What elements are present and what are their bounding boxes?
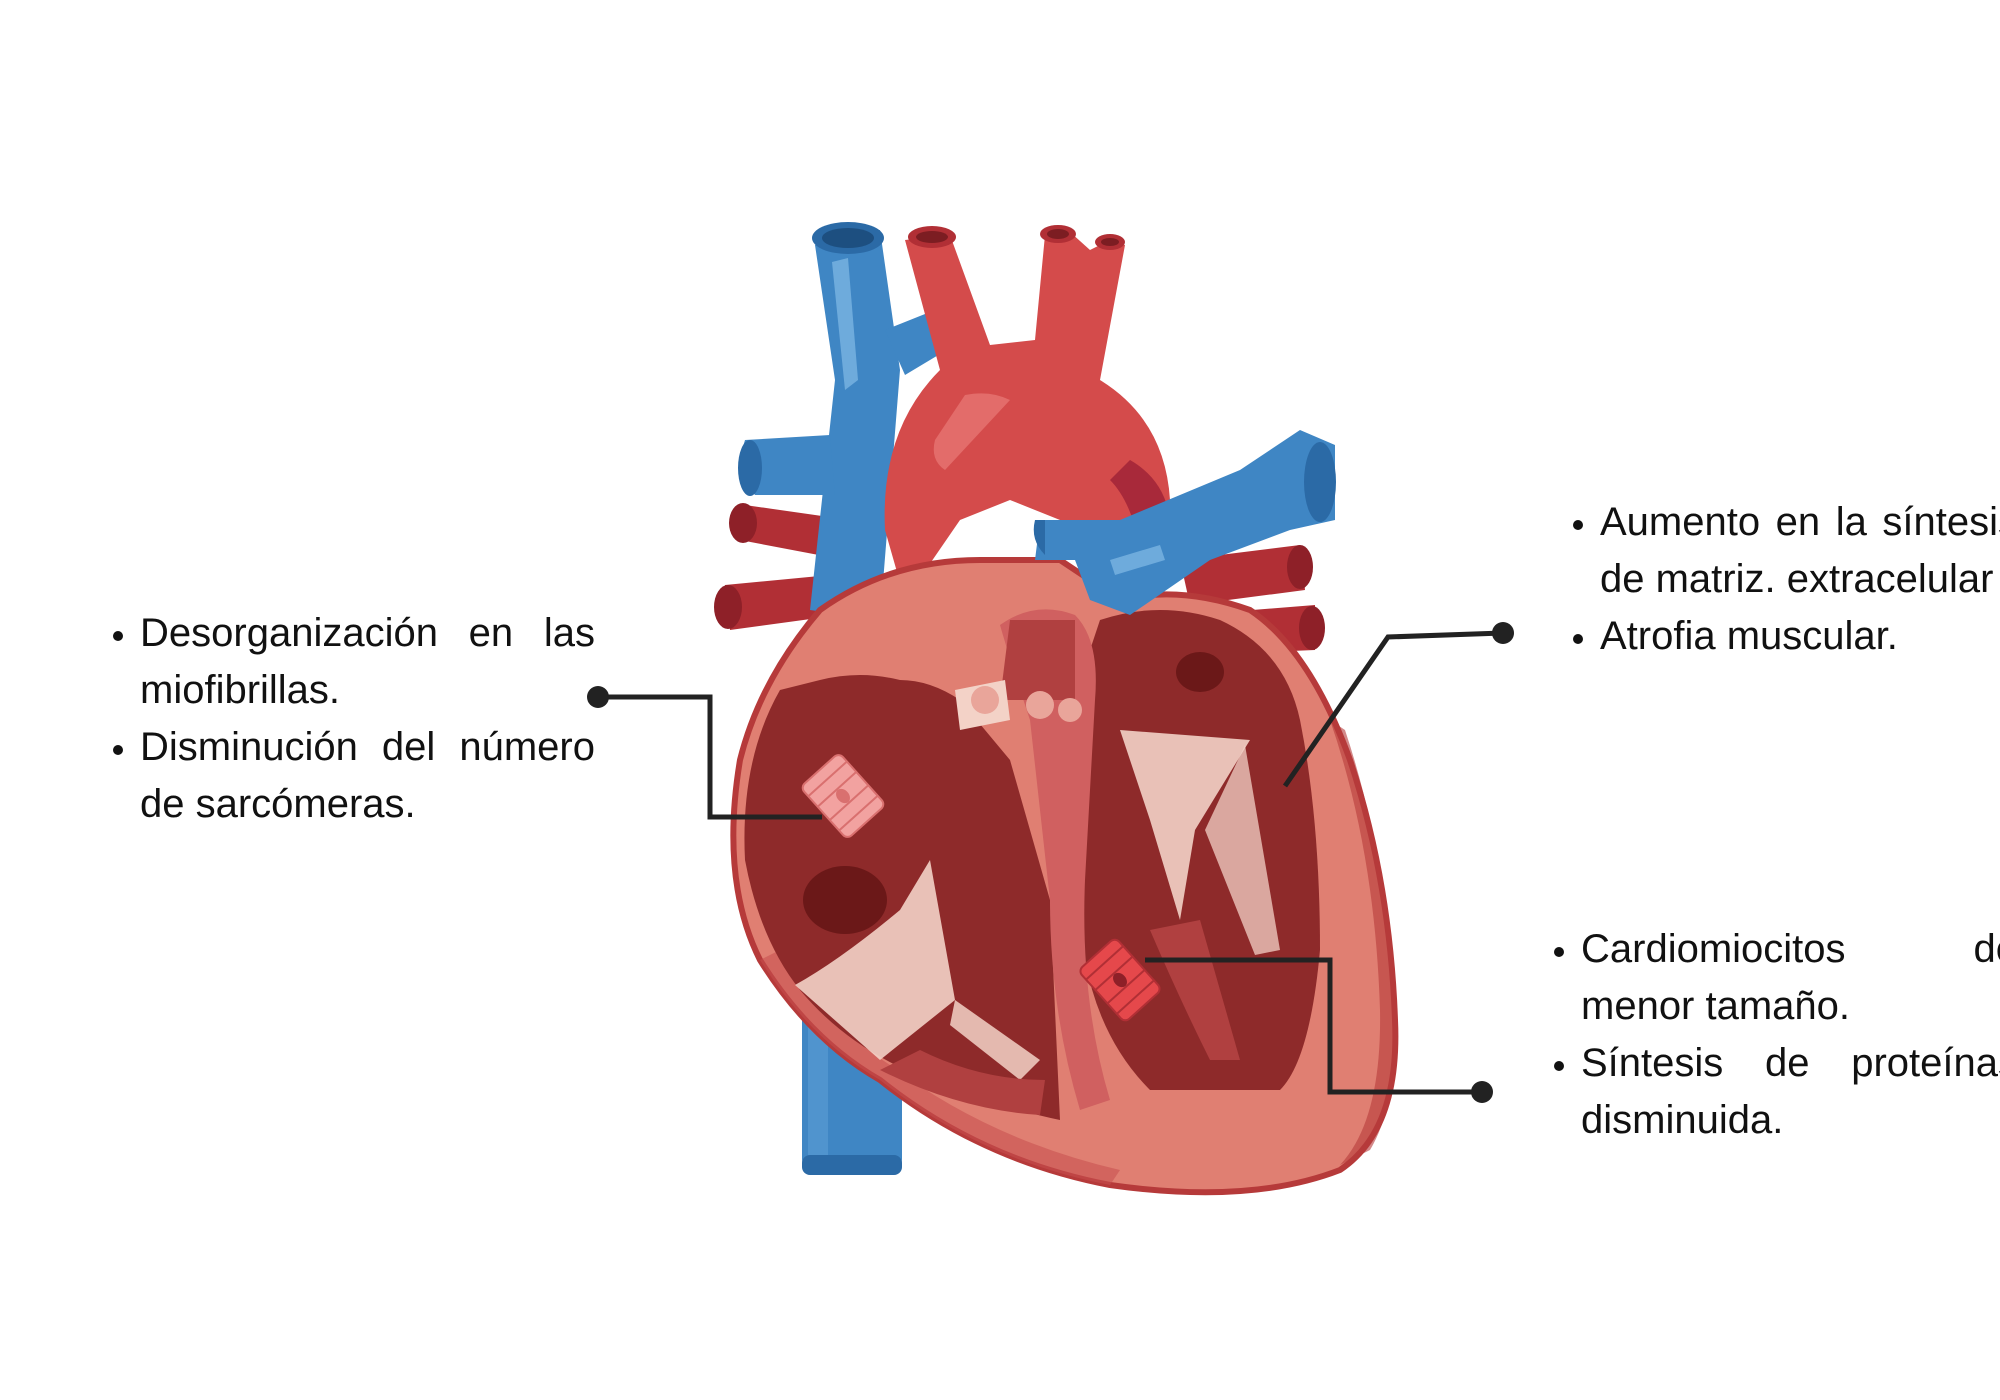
leader-line-left [587,686,822,820]
annotation-right-top-item-2: Atrofia muscular. [1600,608,2000,665]
annotation-left-item-1: Desorganización en las miofibrillas. [140,605,595,719]
annotation-right-top-item-1: Aumento en la síntesis de matriz. extrac… [1600,494,2000,608]
annotation-right-top: Aumento en la síntesis de matriz. extrac… [1542,494,2000,665]
left-chambers [1070,610,1320,1090]
leader-line-right-top [1282,622,1514,788]
annotation-left-item-2: Disminución del número de sarcómeras. [140,719,595,833]
aorta [884,225,1170,600]
cardiomyocyte-normal-icon [801,754,885,838]
septum-and-pulmonary-trunk [955,609,1110,1110]
leader-line-right-bottom [1145,957,1493,1103]
pulmonary-artery [1033,430,1336,615]
annotation-right-bottom-item-2: Síntesis de proteínas disminuida. [1581,1035,2000,1149]
annotation-right-bottom: Cardiomiocitos de menor tamaño. Síntesis… [1523,921,2000,1149]
annotation-left: Desorganización en las miofibrillas. Dis… [82,605,595,833]
annotation-right-bottom-item-1: Cardiomiocitos de menor tamaño. [1581,921,2000,1035]
cardiomyocyte-small-icon [1079,938,1161,1022]
